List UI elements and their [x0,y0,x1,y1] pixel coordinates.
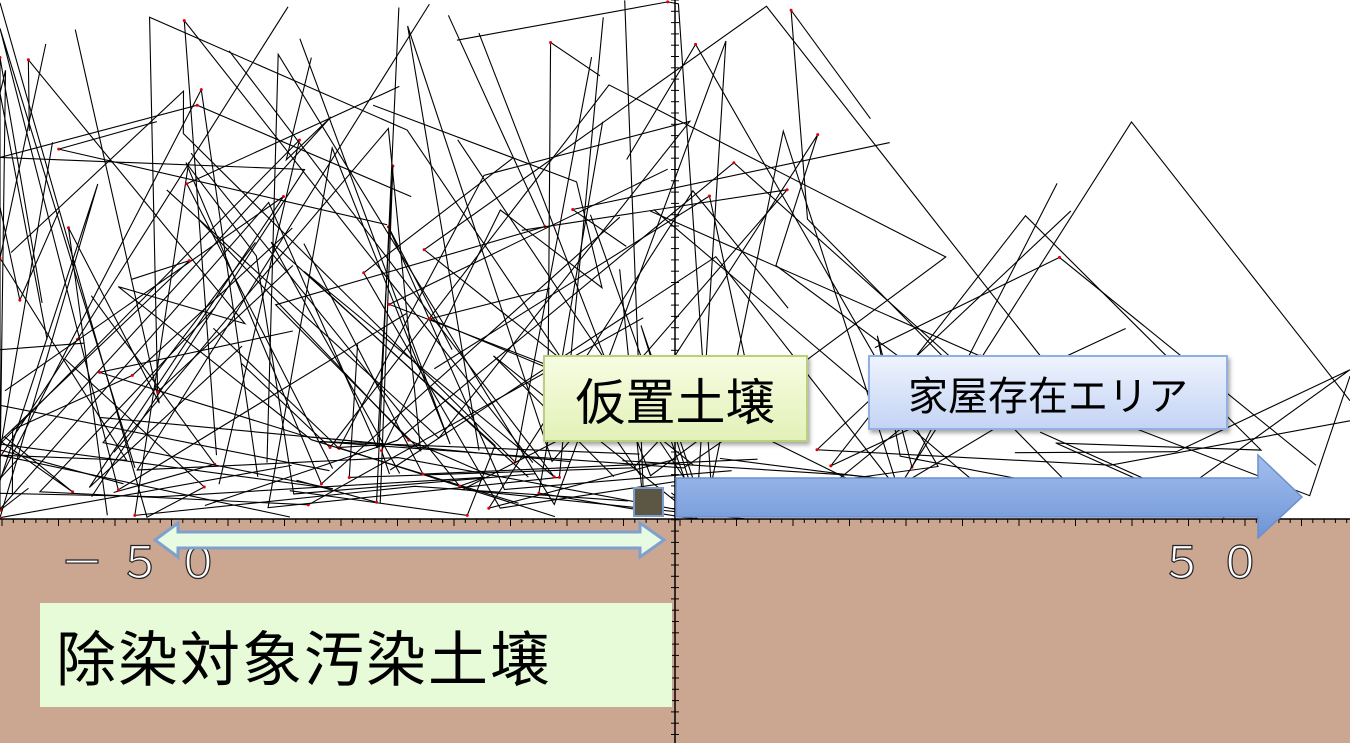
trajectory-line [270,241,496,516]
trajectory-line [372,104,603,475]
x-tick-label-50: ５０ [1159,537,1276,589]
trajectory-line [648,134,938,396]
trajectory-point [98,370,102,374]
trajectory-point [707,194,711,198]
trajectory-point [789,8,793,12]
temporary-soil-square [633,487,664,517]
trajectory-point [694,42,698,46]
trajectory-point [328,446,332,450]
trajectory-point [195,103,199,107]
trajectory-point [375,500,379,504]
trajectory-point [571,208,575,212]
trajectory-point [1057,255,1061,259]
trajectory-line [27,58,519,504]
trajectory-line [0,57,332,480]
trajectory-point [319,482,323,486]
trajectory-line [38,307,644,506]
trajectory-point [187,259,191,263]
trajectory-point [428,317,432,321]
trajectory-point [815,448,819,452]
decontamination-soil-label: 除染対象汚染土壌 [40,603,672,707]
trajectory-line [387,226,732,491]
trajectory-point [458,484,462,488]
trajectory-line [0,183,292,519]
trajectory-line [319,195,759,469]
trajectory-point [0,56,2,60]
trajectory-point [116,488,120,492]
trajectory-line [653,209,1350,501]
trajectory-line [113,15,546,453]
trajectory-point [785,188,789,192]
trajectory-point [380,449,384,453]
trajectory-point [362,271,366,275]
trajectory-line [134,162,629,517]
trajectory-point [465,513,469,517]
trajectory-line [166,120,692,450]
trajectory-point [199,88,203,92]
trajectory-line [0,28,407,491]
trajectory-point [185,182,189,186]
trajectory-point [549,40,553,44]
house-area-label: 家屋存在エリア [868,355,1228,430]
trajectory-point [829,464,833,468]
trajectory-point [421,472,425,476]
trajectory-point [732,161,736,165]
trajectory-point [130,373,134,377]
trajectory-line [11,227,293,495]
trajectory-point [487,506,491,510]
trajectory-point [347,475,351,479]
trajectory-point [557,475,561,479]
trajectory-line [0,2,206,518]
trajectory-point [387,302,391,306]
trajectory-line [407,25,789,463]
trajectory-point [71,490,75,494]
trajectory-point [18,298,22,302]
trajectory-point [552,475,556,479]
trajectory-line [0,43,291,518]
trajectory-line [97,330,571,463]
trajectory-line [4,196,284,488]
decontamination-range-double-arrow [152,520,667,560]
trajectory-line [830,214,1263,519]
trajectory-point [816,133,820,137]
trajectory-point [282,195,286,199]
trajectory-line [148,16,641,476]
trajectory-line [0,57,48,473]
trajectory-point [297,138,301,142]
trajectory-line [423,5,1350,497]
trajectory-line [899,121,1350,486]
trajectory-line [0,260,190,442]
trajectory-point [0,508,2,512]
trajectory-point [66,226,70,230]
temporary-soil-label: 仮置土壌 [543,355,808,442]
trajectory-point [0,256,2,260]
house-area-arrow [675,453,1304,540]
trajectory-point [133,513,137,517]
trajectory-point [537,491,541,495]
trajectory-line [456,1,900,491]
trajectory-point [182,19,186,23]
trajectory-line [0,104,412,498]
trajectory-point [422,248,426,252]
trajectory-line [815,210,1350,466]
trajectory-point [26,58,30,62]
trajectory-point [57,147,61,151]
trajectory-point [156,390,160,394]
trajectory-point [202,485,206,489]
trajectory-point [666,0,670,4]
trajectory-line [0,409,29,511]
